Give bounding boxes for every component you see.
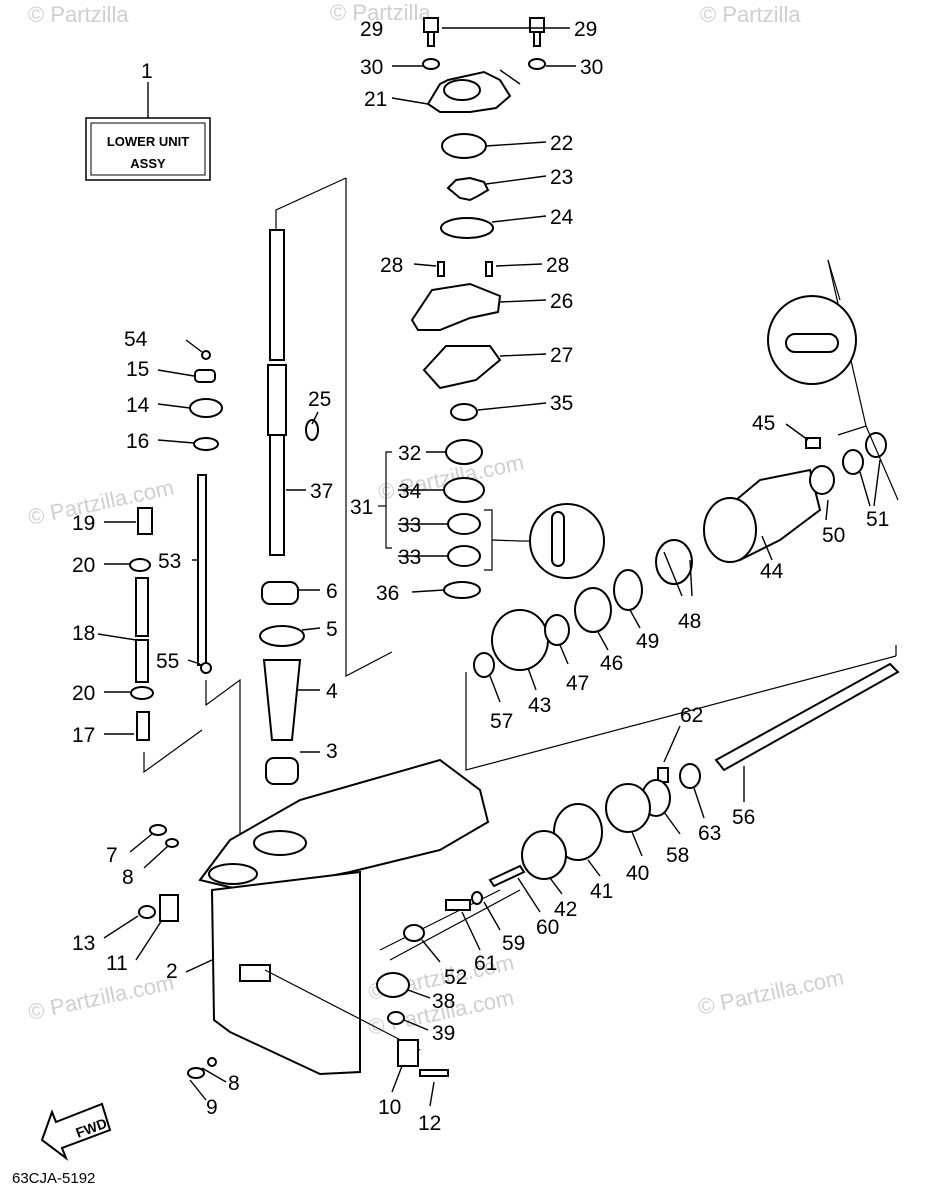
part-label: 57 [490,710,513,733]
part-label: 1 [141,60,153,83]
part-labels: 1 29 29 30 30 21 22 23 24 28 28 26 27 35… [72,18,889,1135]
part-label: 29 [574,18,597,41]
part-label: 52 [444,966,467,989]
water-pump-housing [410,17,546,599]
part-label: 28 [380,254,403,277]
part-label: 36 [376,582,399,605]
part-label: 20 [72,554,95,577]
part-label: 50 [822,524,845,547]
part-label: 9 [206,1096,218,1119]
part-label: 13 [72,932,95,955]
part-label: 25 [308,388,331,411]
part-label: 4 [326,680,338,703]
part-label: 6 [326,580,338,603]
propeller-shaft-group [445,539,900,911]
part-label: 58 [666,844,689,867]
part-label: 17 [72,724,95,747]
part-label: 3 [326,740,338,763]
part-label: 14 [126,394,150,417]
part-label: 56 [732,806,755,829]
part-label: 46 [600,652,623,675]
part-label: 54 [124,328,148,351]
part-label: 48 [678,610,701,633]
part-label: 34 [398,480,422,503]
lower-casing [138,758,521,1079]
drive-shaft-group [259,177,393,785]
watermark: © Partzilla.com [26,970,176,1025]
part-label: 2 [166,960,178,983]
box-line-2: ASSY [130,156,166,171]
watermark: © Partzilla [28,2,129,27]
part-label: 21 [364,88,387,111]
part-label: 8 [228,1072,240,1095]
part-label: 39 [432,1022,455,1045]
part-label: 23 [550,166,573,189]
part-label: 19 [72,512,95,535]
part-label: 38 [432,990,455,1013]
part-label: 42 [554,898,577,921]
part-label: 5 [326,618,338,641]
part-label: 61 [474,952,497,975]
part-label: 55 [156,650,179,673]
part-label: 59 [502,932,525,955]
watermark: © Partzilla [330,0,431,25]
part-label: 44 [760,560,784,583]
part-label: 7 [106,844,118,867]
part-label: 31 [350,496,373,519]
part-label: 33 [398,546,421,569]
part-label: 30 [580,56,603,79]
fwd-arrow: FWD [40,1102,112,1161]
part-label: 29 [360,18,383,41]
part-label: 18 [72,622,95,645]
lower-unit-assy-box: LOWER UNIT ASSY [85,82,211,181]
part-label: 10 [378,1096,401,1119]
part-label: 53 [158,550,181,573]
magnified-views [520,295,857,579]
group-brackets [378,451,521,571]
part-label: 26 [550,290,573,313]
part-label: 8 [122,866,134,889]
leader-lines [97,27,881,1107]
shift-rod-group [129,350,241,848]
part-label: 35 [550,392,573,415]
part-label: 20 [72,682,95,705]
part-label: 47 [566,672,589,695]
box-line-1: LOWER UNIT [107,134,189,149]
part-label: 24 [550,206,574,229]
part-label: 40 [626,862,649,885]
part-label: 28 [546,254,569,277]
part-label: 12 [418,1112,441,1135]
part-label: 45 [752,412,775,435]
diagram-code: 63CJA-5192 [12,1170,96,1187]
part-label: 30 [360,56,383,79]
part-label: 33 [398,514,421,537]
part-label: 43 [528,694,551,717]
part-label: 22 [550,132,573,155]
watermark: © Partzilla [700,2,801,27]
watermark: © Partzilla.com [26,475,176,530]
part-label: 62 [680,704,703,727]
part-label: 16 [126,430,149,453]
part-label: 11 [106,952,128,975]
part-label: 27 [550,344,573,367]
bearing-housing [703,259,899,563]
part-label: 49 [636,630,659,653]
part-label: 63 [698,822,721,845]
part-label: 51 [866,508,889,531]
watermark: © Partzilla.com [696,965,846,1020]
part-label: 15 [126,358,149,381]
part-label: 37 [310,480,333,503]
part-label: 60 [536,916,559,939]
part-label: 41 [590,880,613,903]
part-label: 32 [398,442,421,465]
